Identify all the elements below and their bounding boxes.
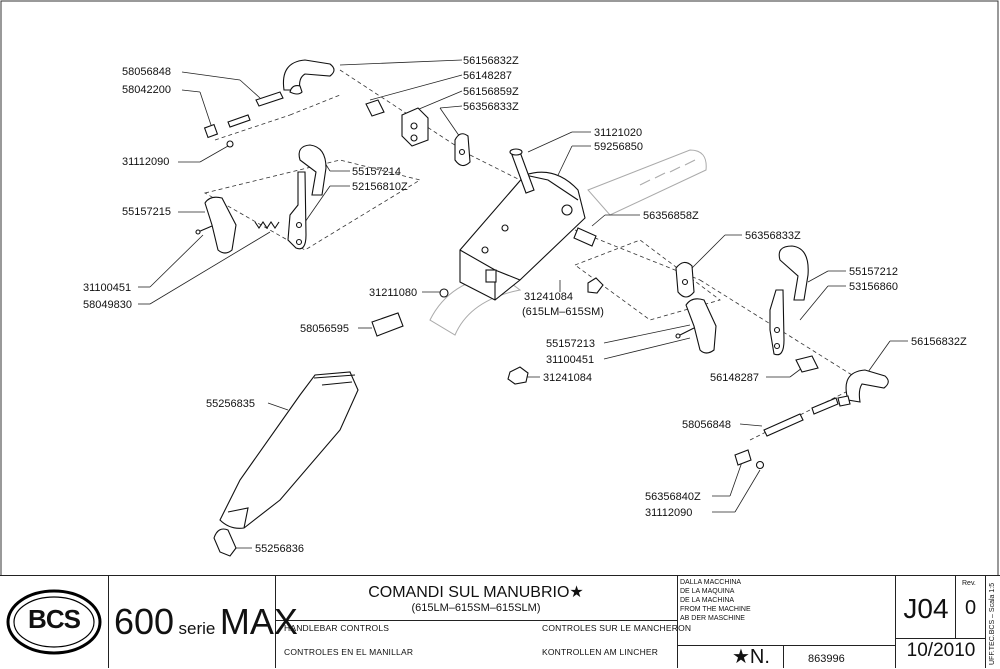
title-block: BCS 600 serie MAX COMANDI SUL MANUBRIO★ … <box>0 575 1000 668</box>
part-labels: 58056848 58042200 31112090 55157215 3110… <box>83 55 967 555</box>
page-subtitle: (615LM–615SM–615SLM) <box>411 602 541 614</box>
part-label: 55157214 <box>352 166 401 178</box>
part-label: 58056595 <box>300 323 349 335</box>
part-label: 55157215 <box>122 206 171 218</box>
exploded-parts-diagram: 58056848 58042200 31112090 55157215 3110… <box>0 0 999 575</box>
sheet-code: J04 <box>903 593 949 624</box>
title-de: KONTROLLEN AM LINCHER <box>542 647 659 657</box>
scale-note: UFF.TEC.BCS – Scala 1:5 <box>989 582 996 665</box>
side-note: UFF.TEC.BCS – Scala 1:5 <box>989 582 999 665</box>
part-label: 59256850 <box>594 141 643 153</box>
model-max: MAX <box>219 601 298 642</box>
part-label: 56156859Z <box>463 86 519 98</box>
part-label: 56156832Z <box>911 336 967 348</box>
n-label: ★N. <box>732 646 770 668</box>
part-label: 31112090 <box>122 156 169 168</box>
from-machine-fr: DE LA MACHINA <box>680 597 735 604</box>
part-label: 55256836 <box>255 543 304 555</box>
parts-art <box>195 59 889 557</box>
title-fr: CONTROLES SUR LE MANCHERON <box>542 623 692 633</box>
page-title: COMANDI SUL MANUBRIO★ <box>275 582 677 602</box>
part-label: 31121020 <box>594 127 642 139</box>
part-label: 31112090 <box>645 507 692 519</box>
part-label: 55157212 <box>849 266 898 278</box>
leader-lines <box>138 59 908 549</box>
part-label: 31241084 <box>524 291 573 303</box>
from-machine-it: DALLA MACCHINA <box>680 579 742 586</box>
part-label: 58049830 <box>83 299 132 311</box>
part-label: 31100451 <box>83 282 131 294</box>
part-label: 58042200 <box>122 84 171 96</box>
model-serie: serie <box>178 619 216 638</box>
title-en: HANDLEBAR CONTROLS <box>284 623 390 633</box>
part-label: 52156810Z <box>352 181 408 193</box>
rev-value: 0 <box>964 597 977 619</box>
part-label: 56148287 <box>710 372 759 384</box>
sheet-date: 10/2010 <box>906 640 976 661</box>
rev-label: Rev. <box>962 580 976 587</box>
part-label: (615LM–615SM) <box>522 306 604 318</box>
part-label: 58056848 <box>122 66 171 78</box>
title-text: COMANDI SUL MANUBRIO <box>368 584 570 601</box>
model-name: 600 serie MAX <box>114 601 298 643</box>
from-machine-block: DALLA MACCHINA DE LA MAQUINA DE LA MACHI… <box>680 578 751 623</box>
part-label: 56356858Z <box>643 210 699 222</box>
title-es: CONTROLES EN EL MANILLAR <box>284 647 414 657</box>
from-machine-es: DE LA MAQUINA <box>680 588 735 595</box>
part-label: 31211080 <box>369 287 417 299</box>
part-label: 31241084 <box>543 372 592 384</box>
bcs-logo: BCS <box>28 604 81 634</box>
part-label: 56156832Z <box>463 55 519 67</box>
n-value: 863996 <box>808 653 845 665</box>
part-label: 56356833Z <box>463 101 519 113</box>
title-star: ★ <box>569 584 584 601</box>
model-number: 600 <box>114 601 175 642</box>
title-block-grid <box>0 575 1000 668</box>
part-label: 53156860 <box>849 281 898 293</box>
part-label: 58056848 <box>682 419 731 431</box>
bcs-logo-oval <box>6 589 102 655</box>
handlebar-tube <box>429 149 707 336</box>
part-label: 56356840Z <box>645 491 701 503</box>
part-label: 56356833Z <box>745 230 801 242</box>
from-machine-en: FROM THE MACHINE <box>680 606 751 613</box>
part-label: 55157213 <box>546 338 595 350</box>
from-machine-de: AB DER MASCHINE <box>680 615 745 622</box>
part-label: 56148287 <box>463 70 512 82</box>
part-label: 31100451 <box>546 354 594 366</box>
part-label: 55256835 <box>206 398 255 410</box>
drawing-frame <box>0 0 999 575</box>
